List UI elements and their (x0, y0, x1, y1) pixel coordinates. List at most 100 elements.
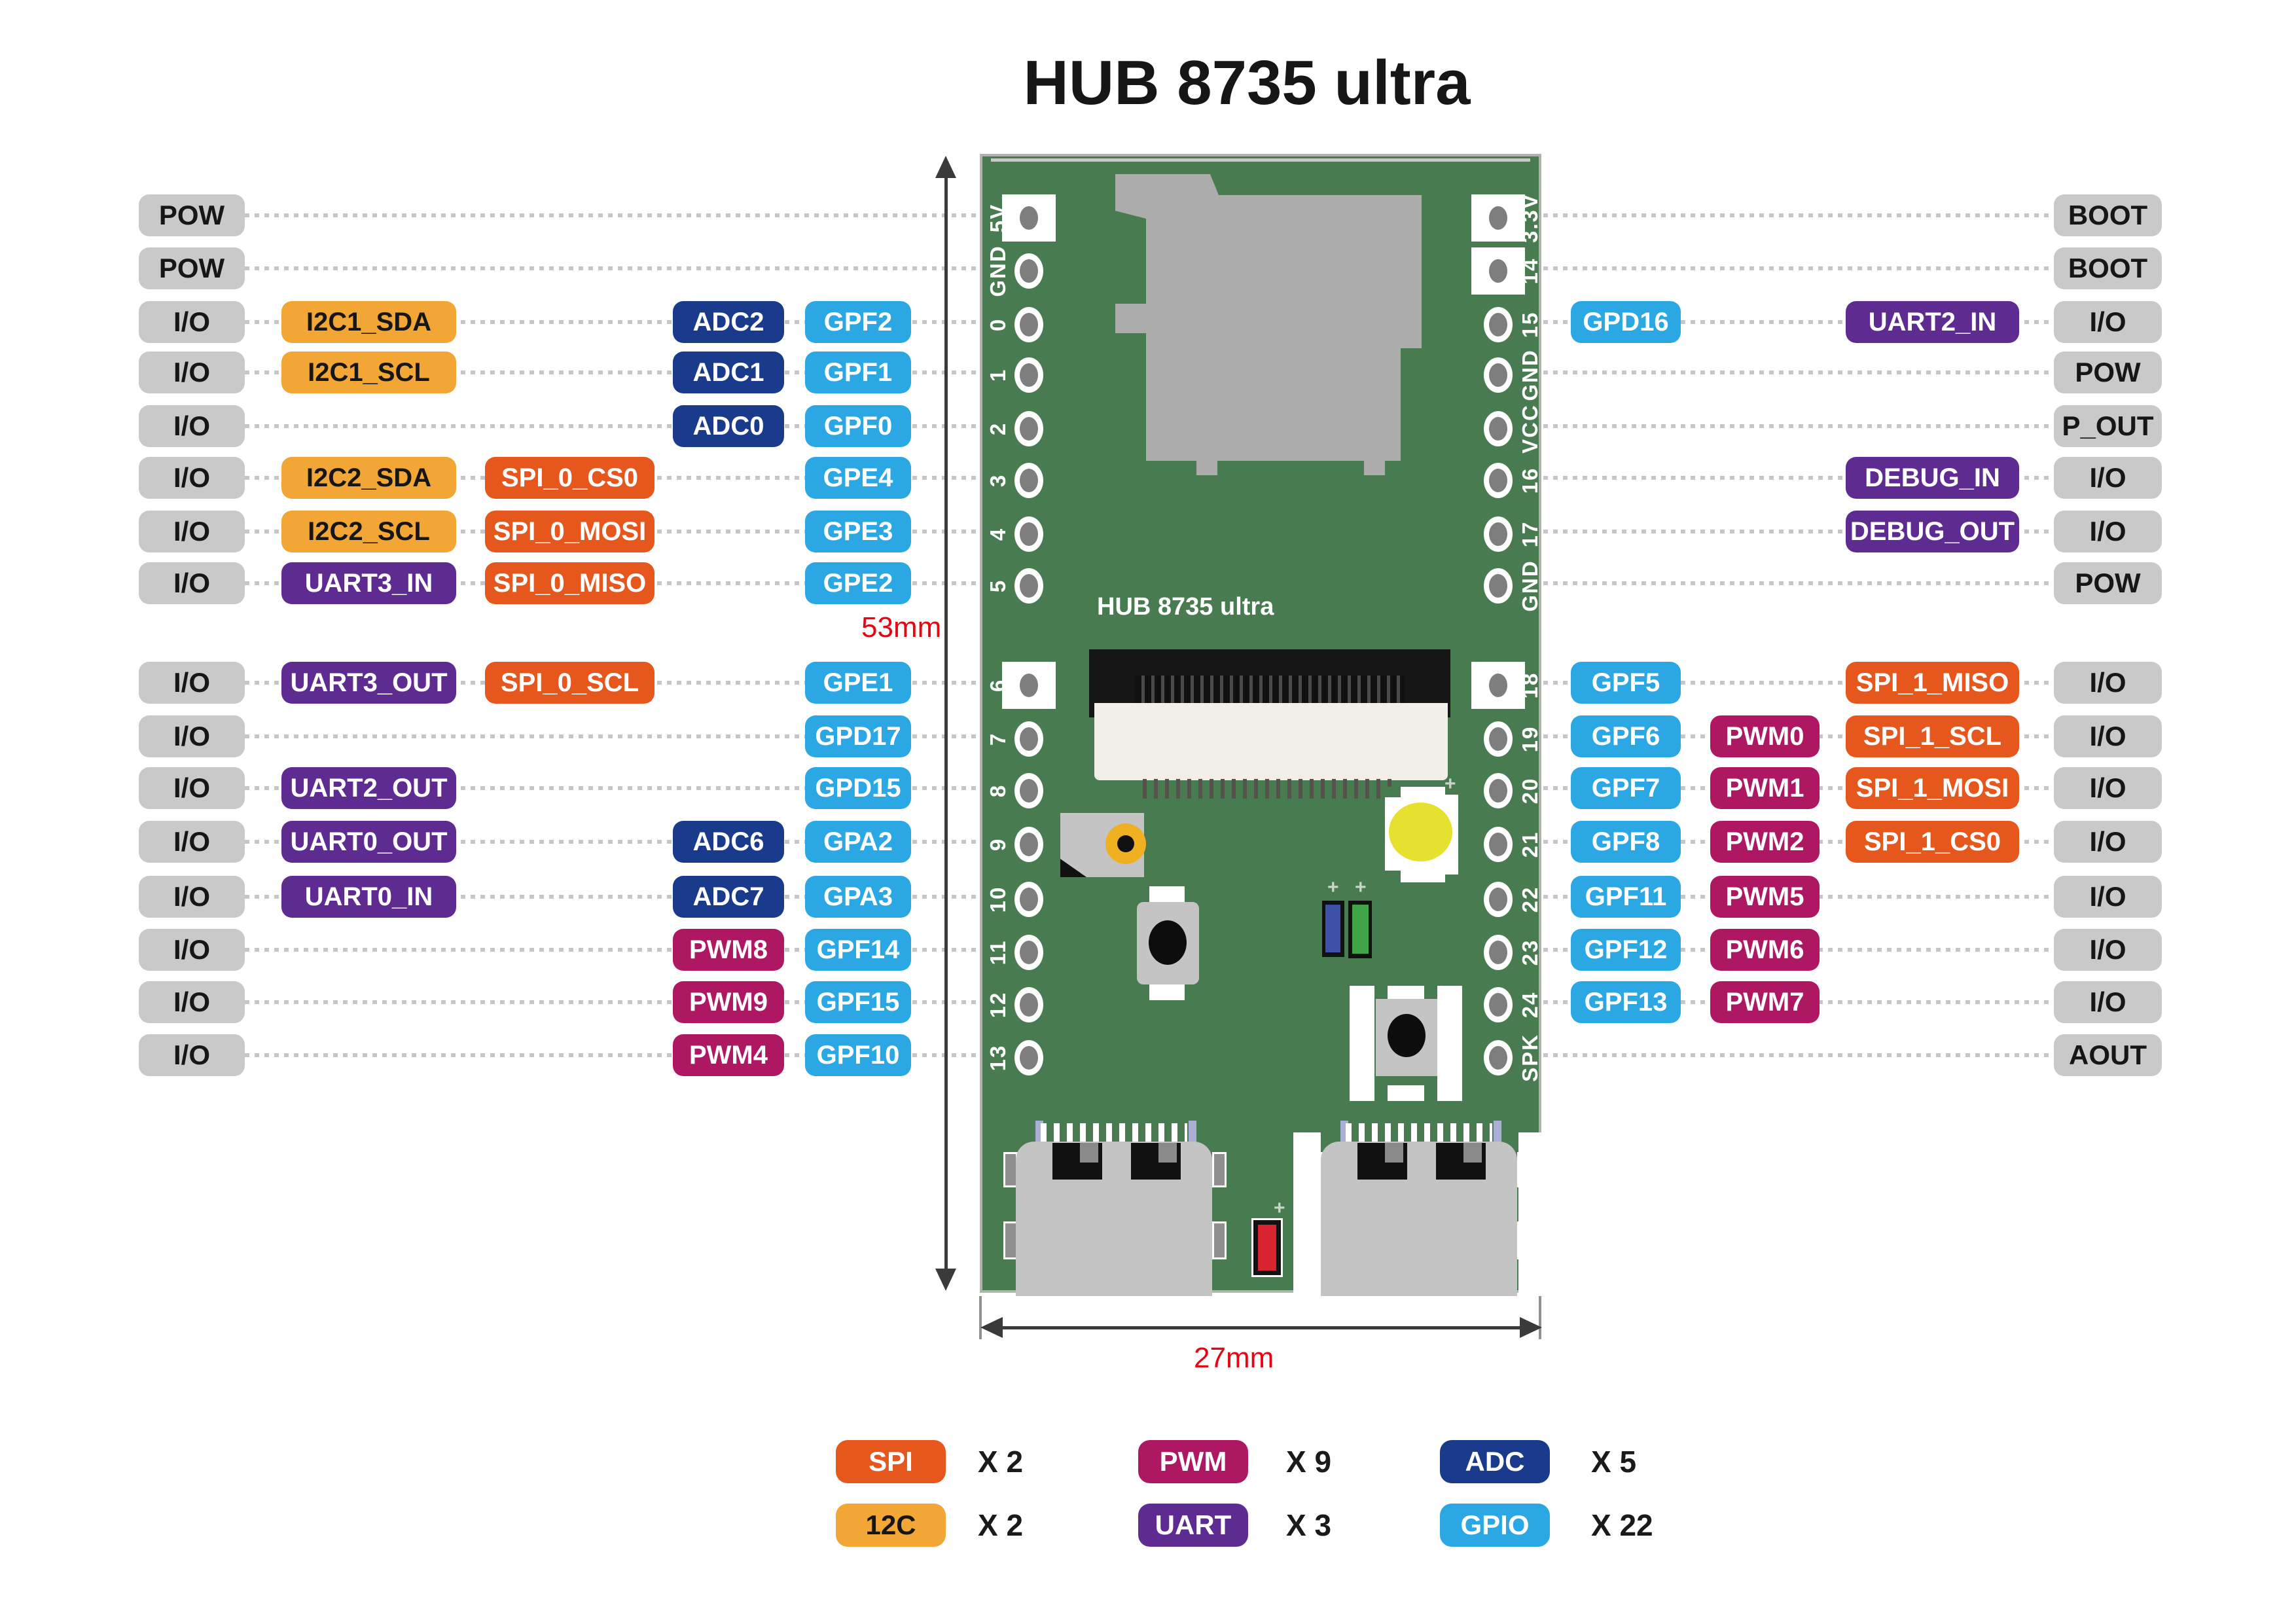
pin-hole-VCC (1484, 411, 1513, 446)
badge-GPF14: GPF14 (805, 929, 911, 971)
badge-PWM5: PWM5 (1710, 876, 1820, 918)
io-pill-right-0: BOOT (2054, 194, 2162, 236)
board-cutout (1293, 1132, 1321, 1296)
badge-UART2_IN: UART2_IN (1846, 301, 2019, 343)
board-silkscreen-label: HUB 8735 ultra (1097, 593, 1274, 621)
legend-count-UART: X 3 (1286, 1508, 1332, 1542)
pin-label-23: 23 (1518, 939, 1542, 966)
badge-SPI_1_MISO: SPI_1_MISO (1846, 662, 2019, 704)
io-pill-right-3: POW (2054, 352, 2162, 393)
badge-GPF5: GPF5 (1571, 662, 1681, 704)
leader-line-left (245, 840, 980, 844)
legend-count-ADC: X 5 (1591, 1445, 1637, 1479)
leader-line-left (245, 895, 980, 899)
arrow-left-icon (980, 1317, 1003, 1338)
push-button-tab (1149, 983, 1185, 1000)
pin-hole-core (1489, 259, 1507, 283)
io-pill-right-8: I/O (2054, 662, 2162, 704)
io-pill-left-14: I/O (139, 981, 245, 1023)
led-notch (1385, 871, 1401, 882)
badge-ADC7: ADC7 (673, 876, 784, 918)
pin-hole-9 (1014, 827, 1043, 862)
pin-hole-2 (1014, 411, 1043, 446)
pin-hole-GND (1484, 568, 1513, 604)
pin-hole-18 (1484, 668, 1513, 703)
pin-label-9: 9 (986, 837, 1010, 852)
leader-line-left (245, 266, 980, 270)
io-pill-left-7: I/O (139, 562, 245, 604)
polarity-plus-mark: + (1444, 773, 1456, 795)
usb-shell (1321, 1142, 1517, 1296)
led-blue (1325, 905, 1340, 952)
leader-line-left (245, 370, 980, 374)
pin-hole-core (1489, 206, 1507, 230)
led-red (1253, 1220, 1281, 1275)
badge-GPE1: GPE1 (805, 662, 911, 704)
io-pill-left-11: I/O (139, 821, 245, 863)
badge-GPF12: GPF12 (1571, 929, 1681, 971)
usb-contact-notch (1158, 1143, 1177, 1163)
badge-SPI_0_CS0: SPI_0_CS0 (485, 457, 655, 499)
pin-hole-5V (1014, 200, 1043, 236)
pin-label-12: 12 (986, 991, 1010, 1019)
fpc-connector-teeth (1135, 676, 1405, 706)
pin-hole-core (1020, 941, 1038, 964)
pin-hole-13 (1014, 1040, 1043, 1075)
pin-hole-core (1020, 727, 1038, 751)
dimension-line-vertical (944, 171, 948, 1275)
usb-contact-notch (1385, 1143, 1403, 1163)
push-button2-pad (1437, 986, 1462, 1101)
pin-label-GND: GND (986, 245, 1010, 297)
led-green (1352, 905, 1369, 954)
usb-contact-notch (1080, 1143, 1098, 1163)
pin-label-11: 11 (986, 939, 1010, 965)
pin-label-10: 10 (986, 886, 1010, 913)
badge-UART0_IN: UART0_IN (281, 876, 456, 918)
pin-hole-core (1489, 313, 1507, 336)
pin-hole-core (1020, 833, 1038, 856)
leader-line-right (1543, 530, 2054, 533)
usb-side-tab (1212, 1152, 1227, 1187)
pin-hole-5 (1014, 568, 1043, 604)
badge-GPF8: GPF8 (1571, 821, 1681, 863)
dimension-line-horizontal (995, 1326, 1529, 1329)
pin-label-0: 0 (986, 317, 1010, 332)
io-pill-right-4: P_OUT (2054, 405, 2162, 447)
badge-GPF6: GPF6 (1571, 715, 1681, 757)
pin-label-7: 7 (986, 732, 1010, 746)
leader-line-right (1543, 213, 2054, 217)
pin-hole-core (1489, 469, 1507, 492)
io-pill-left-10: I/O (139, 767, 245, 809)
leader-line-left (245, 213, 980, 217)
polarity-plus-mark: + (1327, 876, 1339, 898)
badge-SPI_1_CS0: SPI_1_CS0 (1846, 821, 2019, 863)
leader-line-right (1543, 1053, 2054, 1057)
polarity-plus-mark: + (1355, 876, 1367, 898)
pin-hole-core (1489, 888, 1507, 911)
badge-PWM2: PWM2 (1710, 821, 1820, 863)
badge-GPF11: GPF11 (1571, 876, 1681, 918)
pin-label-17: 17 (1518, 520, 1542, 548)
pin-hole-GND (1014, 253, 1043, 289)
pin-label-SPK: SPK (1518, 1034, 1542, 1082)
pin-hole-4 (1014, 516, 1043, 552)
pin-hole-10 (1014, 882, 1043, 917)
pin-label-22: 22 (1518, 886, 1542, 913)
pin-label-24: 24 (1518, 991, 1542, 1019)
badge-SPI_1_SCL: SPI_1_SCL (1846, 715, 2019, 757)
badge-GPF2: GPF2 (805, 301, 911, 343)
pin-label-5: 5 (986, 579, 1010, 593)
badge-ADC2: ADC2 (673, 301, 784, 343)
badge-PWM7: PWM7 (1710, 981, 1820, 1023)
leader-line-right (1543, 424, 2054, 428)
io-pill-left-9: I/O (139, 715, 245, 757)
pin-hole-core (1489, 674, 1507, 697)
pin-hole-3 (1014, 463, 1043, 498)
pin-hole-core (1020, 1046, 1038, 1070)
pin-hole-23 (1484, 935, 1513, 970)
badge-GPF13: GPF13 (1571, 981, 1681, 1023)
pin-label-15: 15 (1518, 311, 1542, 338)
badge-SPI_0_MOSI: SPI_0_MOSI (485, 511, 655, 552)
leader-line-left (245, 734, 980, 738)
